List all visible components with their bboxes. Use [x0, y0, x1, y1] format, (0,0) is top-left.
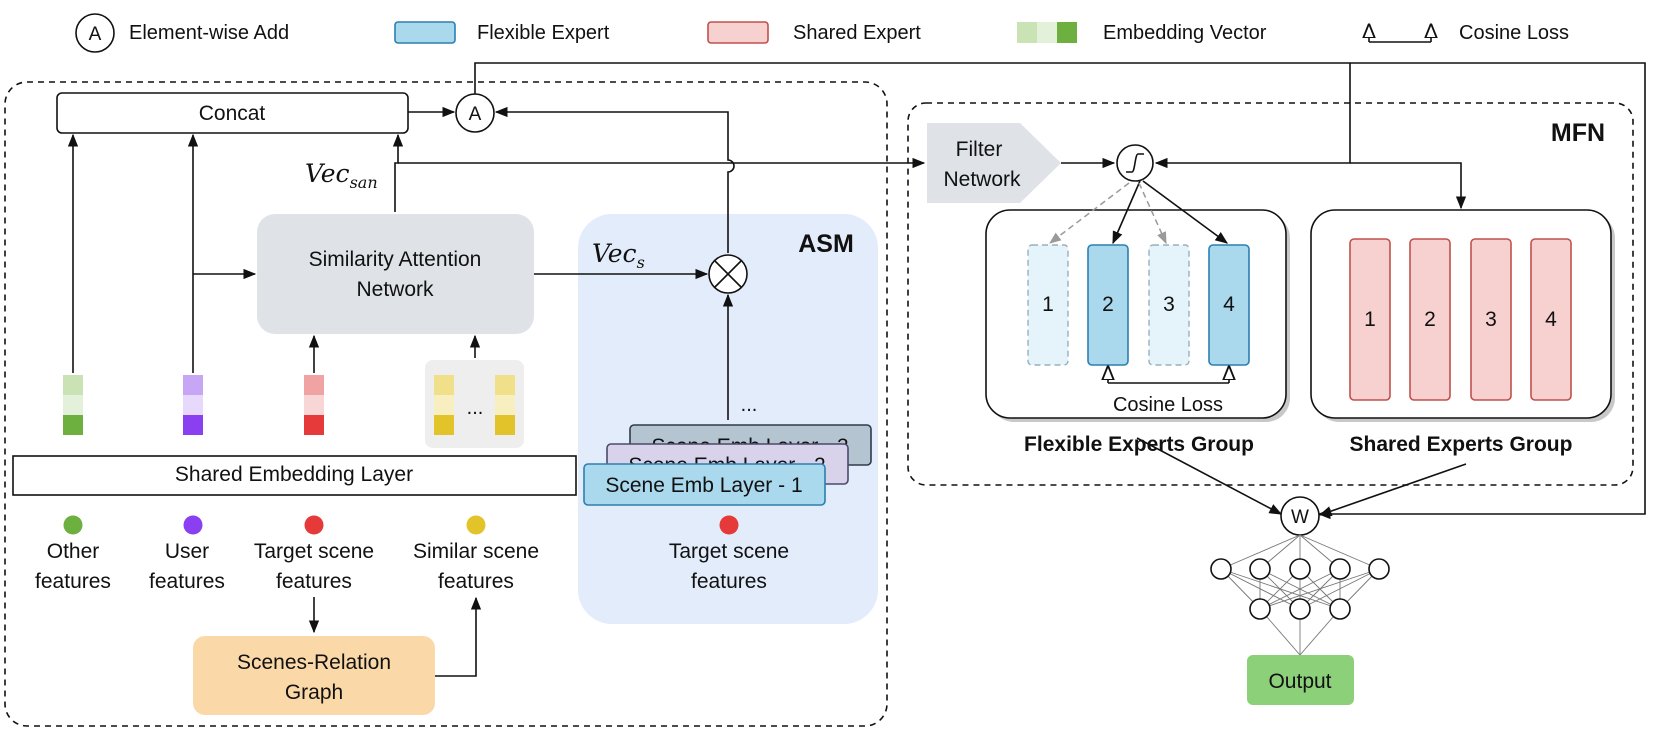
weighting-node-label: W: [1291, 507, 1309, 528]
target-scene-embedding: [304, 375, 324, 435]
filter-network: [927, 123, 1061, 203]
similar-scene-label-line2: features: [438, 570, 514, 593]
other-features-dot: [63, 515, 83, 535]
vec-san-label: Vecsan: [305, 159, 378, 192]
asm-target-label-line2: features: [691, 570, 767, 593]
flexible-expert-3: [1148, 244, 1190, 366]
concat-box: [56, 92, 409, 134]
output-label: Output: [1268, 670, 1331, 693]
shared-expert-2: [1409, 238, 1451, 401]
flexible-expert-2: [1087, 244, 1129, 366]
flexible-expert-2-label: 2: [1102, 293, 1114, 316]
user-features-dot: [183, 515, 203, 535]
concat-label: Concat: [199, 102, 266, 125]
cosine-loss-bracket: [1108, 367, 1229, 384]
similar-scene-dot: [466, 515, 486, 535]
other-features-label-line1: Other: [47, 540, 100, 563]
shared-expert-3: [1470, 238, 1512, 401]
embedding-vector-swatch: [1017, 22, 1077, 43]
left-connectors: [67, 62, 1646, 677]
cosine-loss-label: Cosine Loss: [1113, 394, 1223, 416]
mlp-network: [1210, 534, 1390, 656]
flexible-expert-4-label: 4: [1223, 293, 1235, 316]
graph-label-line1: Scenes-Relation: [237, 651, 391, 674]
shared-expert-1: [1349, 238, 1391, 401]
other-features-label-line2: features: [35, 570, 111, 593]
similar-scene-label-line1: Similar scene: [413, 540, 539, 563]
flexible-expert-1-label: 1: [1042, 293, 1054, 316]
shared-expert-4-label: 4: [1545, 308, 1557, 331]
add-node-label: A: [469, 104, 482, 125]
legend-add-symbol: A: [89, 24, 102, 45]
multiply-node: [708, 254, 748, 294]
user-features-embedding: [183, 375, 203, 435]
legend-flexible-label: Flexible Expert: [477, 22, 610, 44]
target-scene-dot: [304, 515, 324, 535]
legend-shared-label: Shared Expert: [793, 22, 921, 44]
filter-label-line1: Filter: [956, 138, 1003, 161]
scene-emb-layer-1-label: Scene Emb Layer - 1: [605, 474, 802, 497]
legend-embedding-label: Embedding Vector: [1103, 22, 1267, 44]
left-panel-boundary: [4, 81, 888, 727]
output-node: [1247, 655, 1354, 705]
shared-group-title: Shared Experts Group: [1350, 433, 1573, 456]
target-scene-label-line1: Target scene: [254, 540, 374, 563]
san-label-line1: Similarity Attention: [309, 248, 482, 271]
shared-expert-3-label: 3: [1485, 308, 1497, 331]
mfn-title: MFN: [1551, 119, 1605, 147]
asm-target-scene-dot: [719, 515, 739, 535]
legend-cosine-label: Cosine Loss: [1459, 22, 1569, 44]
shared-expert-1-label: 1: [1364, 308, 1376, 331]
shared-expert-swatch: [707, 21, 769, 44]
legend: A Element-wise Add Flexible Expert Share…: [75, 13, 1569, 53]
add-symbol-icon: [75, 13, 115, 53]
flexible-expert-1: [1027, 244, 1069, 366]
shared-expert-4: [1530, 238, 1572, 401]
graph-label-line2: Graph: [285, 681, 343, 704]
shared-embedding-label: Shared Embedding Layer: [175, 463, 413, 486]
asm-target-label-line1: Target scene: [669, 540, 789, 563]
flexible-group-title: Flexible Experts Group: [1024, 433, 1254, 456]
scene-emb-layer-1: [583, 463, 826, 506]
cosine-loss-legend-icon: [1369, 25, 1431, 43]
user-features-label-line2: features: [149, 570, 225, 593]
similar-scene-ellipsis: ...: [467, 397, 484, 419]
target-scene-label-line2: features: [276, 570, 352, 593]
similar-scene-embedding-group: ...: [425, 360, 524, 448]
asm-title: ASM: [798, 230, 854, 258]
legend-add-label: Element-wise Add: [129, 22, 289, 44]
mfn-dashed-connectors: [1049, 182, 1167, 245]
user-features-label-line1: User: [165, 540, 209, 563]
filter-label-line2: Network: [943, 168, 1021, 191]
similarity-attention-network: [257, 214, 534, 334]
scenes-relation-graph: [193, 636, 435, 715]
mfn-connectors: [1061, 63, 1467, 517]
mfn-panel-boundary: [907, 102, 1634, 486]
flexible-expert-4: [1208, 244, 1250, 366]
other-features-embedding: [63, 375, 83, 435]
shared-expert-2-label: 2: [1424, 308, 1436, 331]
shared-embedding-layer: [12, 455, 577, 496]
flexible-expert-3-label: 3: [1163, 293, 1175, 316]
scene-emb-ellipsis: ...: [741, 394, 758, 416]
sigmoid-gate-icon: [1116, 144, 1154, 182]
san-label-line2: Network: [356, 278, 434, 301]
flexible-expert-swatch: [394, 21, 456, 44]
vec-s-label: Vecs: [592, 239, 645, 272]
